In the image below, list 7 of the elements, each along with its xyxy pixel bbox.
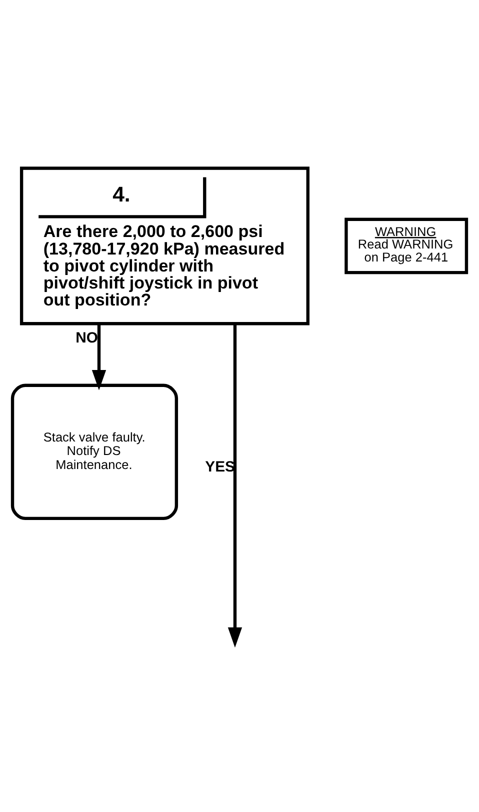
- node-box: 4. Are there 2,000 to 2,600 psi (13,780-17,920 kPa) measured to pivot cylinder with pivot/shift joystick in pivot out position?: [20, 166, 310, 326]
- node-box: WARNING Read WARNING on Page 2-441: [344, 218, 468, 274]
- edge-label: YES: [205, 459, 235, 476]
- node-box: Stack valve faulty. Notify DS Maintenance.: [10, 384, 178, 520]
- arrow: [92, 324, 106, 390]
- arrow: [228, 324, 242, 648]
- edge-label: NO: [76, 330, 98, 347]
